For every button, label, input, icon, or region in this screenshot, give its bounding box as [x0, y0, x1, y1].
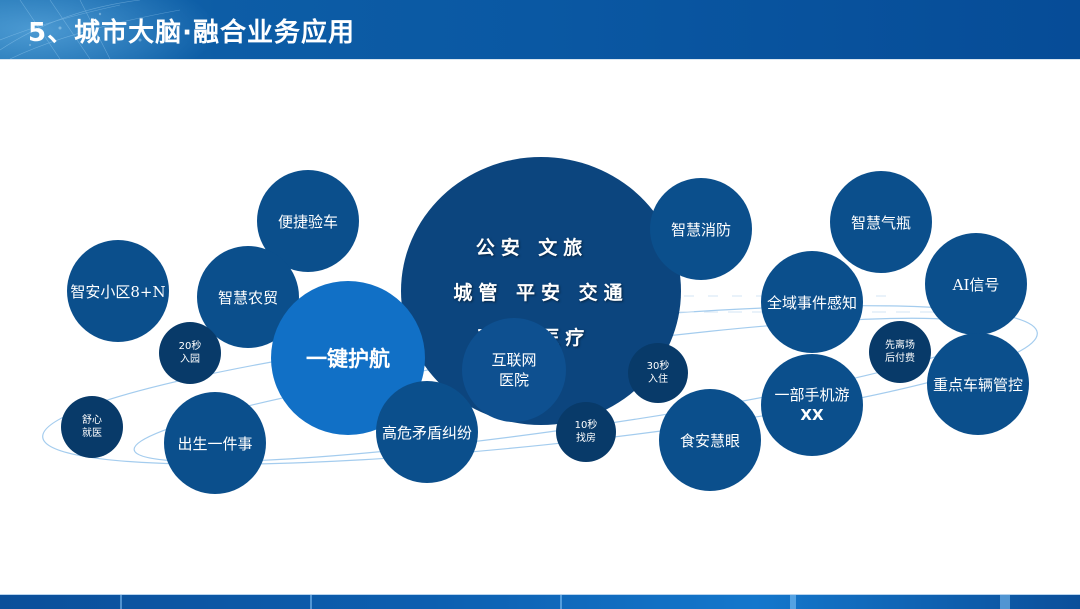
bubble-food-safety-eye[interactable]: 食安慧眼	[659, 389, 761, 491]
footer-spark	[1000, 595, 1010, 609]
network-decoration-icon	[0, 0, 181, 59]
bubble-internet-hospital[interactable]: 互联网医院	[462, 318, 566, 422]
bubble-check-in[interactable]: 30秒入住	[628, 343, 688, 403]
bubble-easy-medical[interactable]: 舒心就医	[61, 396, 123, 458]
bubble-smart-community[interactable]: 智安小区8+N	[67, 240, 169, 342]
bubble-smart-gas[interactable]: 智慧气瓶	[830, 171, 932, 273]
core-row-1: 公安 文旅	[475, 236, 589, 259]
bubble-ai-signal[interactable]: AI信号	[925, 233, 1027, 335]
bubble-park-entry[interactable]: 20秒入园	[159, 322, 221, 384]
page-title: 5、城市大脑·融合业务应用	[28, 18, 355, 48]
core-row-2: 城管 平安 交通	[453, 281, 629, 304]
bubble-birth-one-thing[interactable]: 出生一件事	[164, 392, 266, 494]
footer-banner	[0, 594, 1080, 609]
bubble-high-risk-disputes[interactable]: 高危矛盾纠纷	[376, 381, 478, 483]
footer-spark	[310, 595, 312, 609]
bubble-event-perception[interactable]: 全域事件感知	[761, 251, 863, 353]
footer-spark	[120, 595, 122, 609]
header-divider	[0, 59, 1080, 60]
footer-spark	[560, 595, 562, 609]
bubble-smart-fire[interactable]: 智慧消防	[650, 178, 752, 280]
bubble-key-vehicle-control[interactable]: 重点车辆管控	[927, 333, 1029, 435]
bubble-pay-later[interactable]: 先离场后付费	[869, 321, 931, 383]
header-banner: 5、城市大脑·融合业务应用	[0, 0, 1080, 59]
header-glow	[0, 0, 220, 59]
bubble-find-house[interactable]: 10秒找房	[556, 402, 616, 462]
footer-spark	[790, 595, 796, 609]
